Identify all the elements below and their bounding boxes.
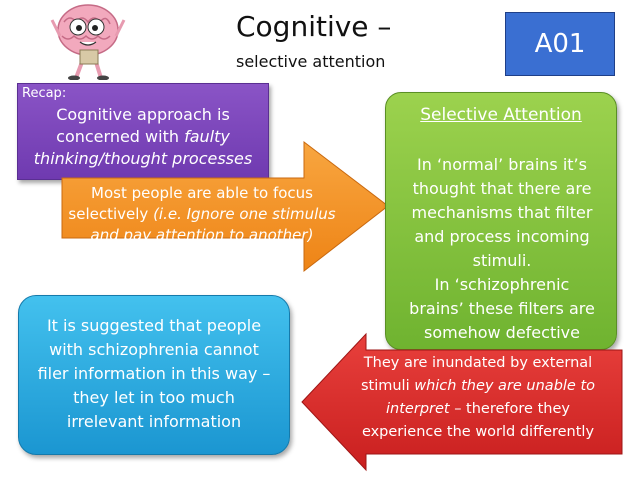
orange-line: selectively (i.e. Ignore one stimulus: [64, 204, 340, 225]
orange-line: Most people are able to focus: [91, 184, 313, 202]
schizophrenia-box: It is suggested that people with schizop…: [18, 295, 290, 455]
green-line: In ‘schizophrenic: [434, 275, 570, 294]
red-arrow-shape: [301, 332, 623, 472]
recap-box: Recap: Cognitive approach is concerned w…: [17, 83, 269, 180]
slide-subtitle: selective attention: [236, 52, 386, 71]
green-line: somehow defective: [424, 323, 580, 342]
selective-attention-box: Selective Attention In ‘normal’ brains i…: [385, 92, 617, 350]
red-line: They are inundated by external: [363, 355, 593, 371]
red-line-italic: interpret: [386, 401, 450, 417]
recap-text: Cognitive approach is concerned with fau…: [18, 104, 268, 170]
assessment-objective-badge: A01: [505, 12, 615, 76]
blue-line: irrelevant information: [66, 412, 242, 431]
recap-line: thinking/thought processes: [18, 148, 268, 170]
blue-line: filer information in this way –: [37, 364, 271, 383]
red-line-italic: which they are unable to: [414, 378, 596, 394]
selective-attention-title: Selective Attention: [420, 105, 582, 125]
red-line: experience the world differently: [361, 424, 595, 440]
slide-title: Cognitive –: [236, 10, 392, 43]
blue-line: with schizophrenia cannot: [49, 340, 259, 359]
orange-line-italic: and pay attention to another): [90, 226, 314, 244]
green-line: thought that there are: [412, 179, 592, 198]
selective-attention-body: In ‘normal’ brains it’s thought that the…: [396, 153, 608, 345]
schizophrenia-text: It is suggested that people with schizop…: [23, 314, 285, 434]
green-line: and process incoming: [414, 227, 590, 246]
blue-line: It is suggested that people: [46, 316, 262, 335]
orange-line: and pay attention to another): [64, 225, 340, 246]
recap-line-text: concerned with: [56, 127, 185, 146]
green-line: In ‘normal’ brains it’s: [417, 155, 587, 174]
orange-arrow-shape: [61, 140, 389, 273]
red-line-text: – therefore they: [449, 401, 570, 417]
recap-line-italic: faulty: [184, 127, 230, 146]
recap-line: concerned with faulty: [18, 126, 268, 148]
badge-label: A01: [534, 29, 586, 59]
orange-arrow-text: Most people are able to focus selectivel…: [64, 183, 340, 246]
recap-label: Recap:: [22, 86, 67, 101]
orange-line-italic: (i.e. Ignore one stimulus: [153, 205, 336, 223]
red-line-text: stimuli: [360, 378, 415, 394]
recap-line-italic: thinking/thought processes: [33, 149, 253, 168]
recap-line: Cognitive approach is: [56, 105, 230, 124]
red-line: interpret – therefore they: [346, 398, 610, 421]
brain-cartoon-icon: [50, 4, 126, 80]
green-line: stimuli.: [472, 251, 532, 270]
green-line: mechanisms that filter: [411, 203, 593, 222]
blue-line: they let in too much: [73, 388, 235, 407]
red-arrow-text: They are inundated by external stimuli w…: [346, 352, 610, 444]
red-line: stimuli which they are unable to: [346, 375, 610, 398]
orange-line-text: selectively: [68, 205, 154, 223]
green-line: brains’ these filters are: [409, 299, 595, 318]
